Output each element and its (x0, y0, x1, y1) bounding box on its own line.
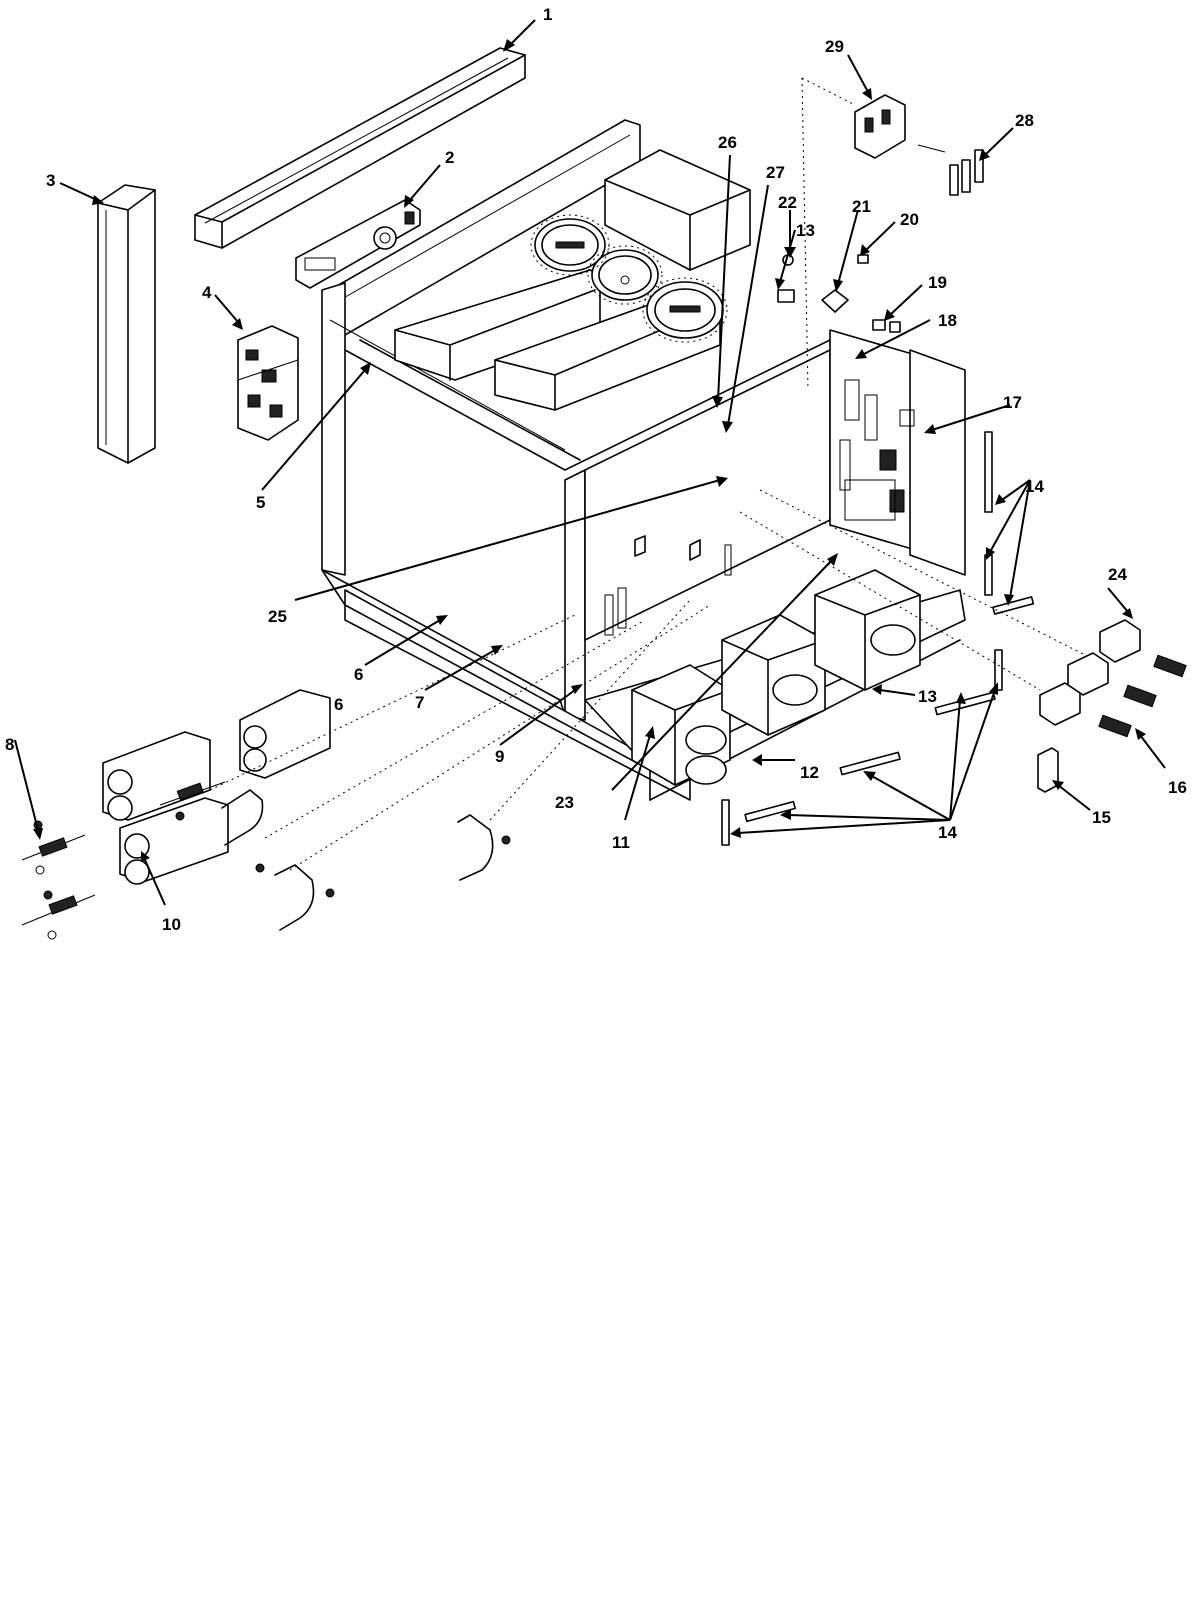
part-15-connector (1037, 747, 1059, 793)
gear-right (646, 281, 724, 339)
part-28-fuses (917, 144, 984, 196)
part-16-harness (1098, 654, 1187, 738)
part-10-capacitors (102, 689, 331, 885)
callout-13-lower: 13 (918, 687, 937, 706)
dashed-leaders (209, 77, 1086, 871)
callout-18: 18 (938, 311, 957, 330)
callout-7: 7 (415, 693, 424, 712)
part-29-fuse-holder (854, 94, 906, 159)
control-board-assembly (829, 329, 966, 576)
callout-29: 29 (825, 37, 844, 56)
callout-14-lower: 14 (938, 823, 957, 842)
gear-left (534, 218, 606, 272)
callout-12: 12 (800, 763, 819, 782)
callout-26: 26 (718, 133, 737, 152)
part-24-plugs (1039, 619, 1141, 726)
callout-1: 1 (543, 5, 552, 24)
part-4-switch-assembly (237, 325, 299, 441)
callout-24: 24 (1108, 565, 1127, 584)
callout-23: 23 (555, 793, 574, 812)
callout-13-upper: 13 (796, 221, 815, 240)
small-hardware (777, 254, 901, 333)
gear-center (591, 249, 659, 301)
callout-25: 25 (268, 607, 287, 626)
capacitor-right (239, 689, 331, 779)
callout-20: 20 (900, 210, 919, 229)
callout-2: 2 (445, 148, 454, 167)
callout-6-lower: 6 (334, 695, 343, 714)
transformer-center (721, 614, 826, 736)
transformer-right (814, 569, 921, 691)
callout-11: 11 (612, 833, 630, 852)
part-8-diodes (21, 781, 226, 940)
callout-6-upper: 6 (354, 665, 363, 684)
callout-10: 10 (162, 915, 181, 934)
callout-17: 17 (1003, 393, 1022, 412)
capacitor-bottom (119, 797, 229, 885)
callout-27: 27 (766, 163, 785, 182)
callout-9: 9 (495, 747, 504, 766)
part-1-top-trim (194, 47, 526, 249)
callout-labels: 1 2 3 4 5 6 6 7 8 9 10 11 12 13 13 14 14… (5, 5, 1187, 934)
callout-arrows (14, 19, 1166, 906)
callout-19: 19 (928, 273, 947, 292)
callout-3: 3 (46, 171, 55, 190)
part-2-switch-bracket (295, 199, 421, 289)
callout-16: 16 (1168, 778, 1187, 797)
callout-5: 5 (256, 493, 265, 512)
callout-15: 15 (1092, 808, 1111, 827)
callout-21: 21 (852, 197, 871, 216)
stirrer-gears (530, 214, 728, 343)
callout-8: 8 (5, 735, 14, 754)
screws (33, 811, 511, 900)
callout-28: 28 (1015, 111, 1034, 130)
callout-14-upper: 14 (1025, 477, 1044, 496)
mounting-straps (221, 789, 494, 931)
part-3-side-channel (97, 184, 156, 464)
transformer-11 (631, 664, 731, 786)
callout-22: 22 (778, 193, 797, 212)
callout-4: 4 (202, 283, 212, 302)
